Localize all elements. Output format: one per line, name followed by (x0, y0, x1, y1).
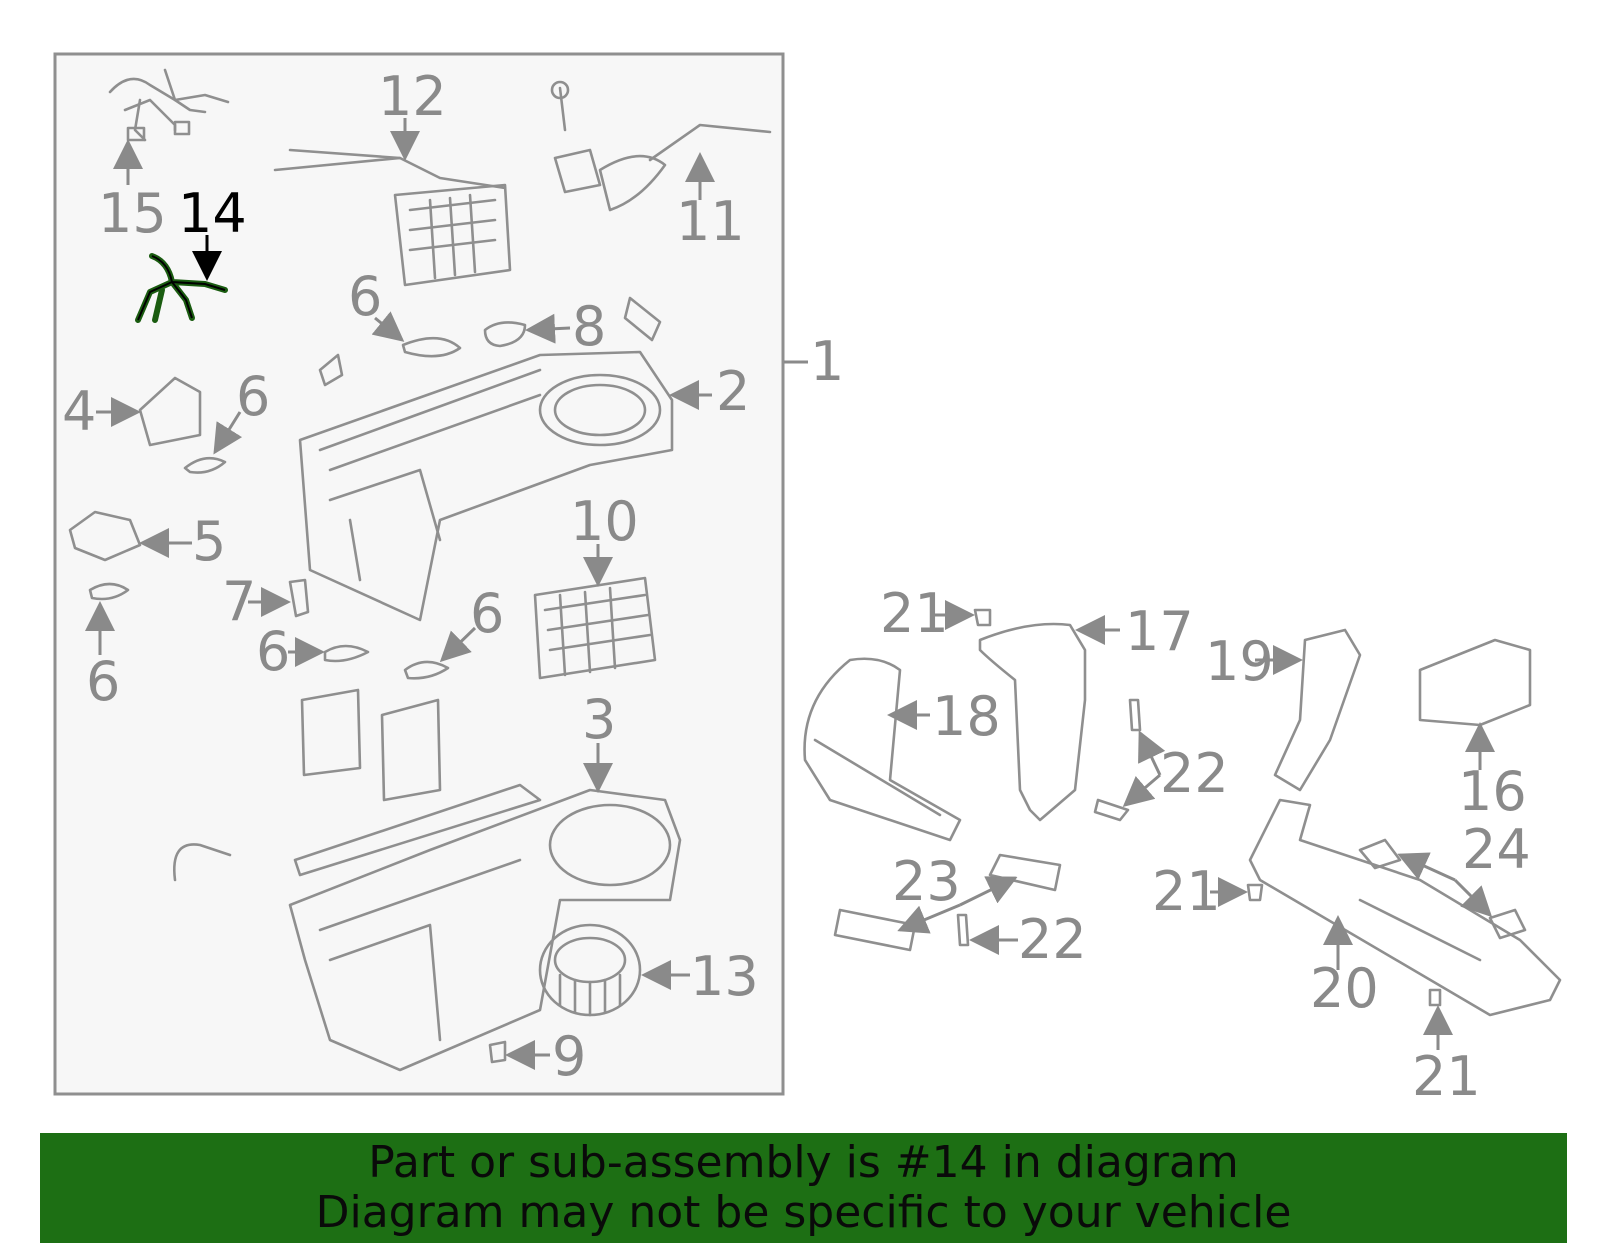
info-banner: Part or sub-assembly is #14 in diagram D… (40, 1133, 1567, 1243)
callout-19: 19 (1205, 630, 1274, 693)
part-4-motor (138, 376, 202, 447)
callout-12: 12 (378, 65, 447, 128)
part-12-heater-core (273, 148, 512, 287)
banner-line-2: Diagram may not be specific to your vehi… (315, 1187, 1292, 1238)
part-2-upper-case (298, 350, 674, 622)
callout-14: 14 (178, 182, 247, 245)
banner-line-1: Part or sub-assembly is #14 in diagram (368, 1137, 1239, 1188)
callout-4: 4 (62, 380, 96, 443)
callout-15: 15 (98, 182, 167, 245)
callout-8: 8 (572, 295, 606, 358)
callout-10: 10 (570, 490, 639, 553)
callout-5: 5 (192, 510, 226, 573)
part-11-actuator (550, 80, 772, 212)
callout-23: 23 (892, 850, 961, 913)
callout-6d: 6 (256, 620, 290, 683)
callout-17: 17 (1125, 600, 1194, 663)
part-19-duct (1273, 628, 1362, 792)
callout-21b: 21 (1152, 860, 1221, 923)
callout-6a: 6 (348, 265, 382, 328)
part-17-duct (978, 622, 1087, 822)
part-15-harness (108, 68, 230, 142)
callout-3: 3 (582, 688, 616, 751)
part-13-blower (538, 923, 642, 1017)
callout-22a: 22 (1160, 742, 1229, 805)
callout-7: 7 (222, 570, 256, 633)
callout-21a: 21 (880, 582, 949, 645)
part-8-clip (483, 321, 527, 348)
part-20-duct (1248, 798, 1562, 1017)
callout-1: 1 (810, 330, 844, 393)
assembly-frame (53, 52, 785, 1096)
callout-13: 13 (690, 945, 759, 1008)
part-6-seal-a (401, 336, 462, 358)
callout-6c: 6 (86, 650, 120, 713)
callout-16: 16 (1458, 760, 1527, 823)
part-3-lower-case (288, 783, 682, 1072)
callout-18: 18 (932, 685, 1001, 748)
part-7-sensor (288, 578, 310, 618)
part-16-cover (1418, 638, 1532, 727)
callout-21c: 21 (1412, 1045, 1481, 1108)
callout-22b: 22 (1018, 908, 1087, 971)
part-18-duct (803, 657, 962, 842)
callout-20: 20 (1310, 957, 1379, 1020)
callout-11: 11 (676, 190, 745, 253)
callout-9: 9 (552, 1025, 586, 1088)
callout-24: 24 (1462, 818, 1531, 881)
callout-6e: 6 (470, 582, 504, 645)
callout-6b: 6 (236, 365, 270, 428)
callout-2: 2 (716, 360, 750, 423)
